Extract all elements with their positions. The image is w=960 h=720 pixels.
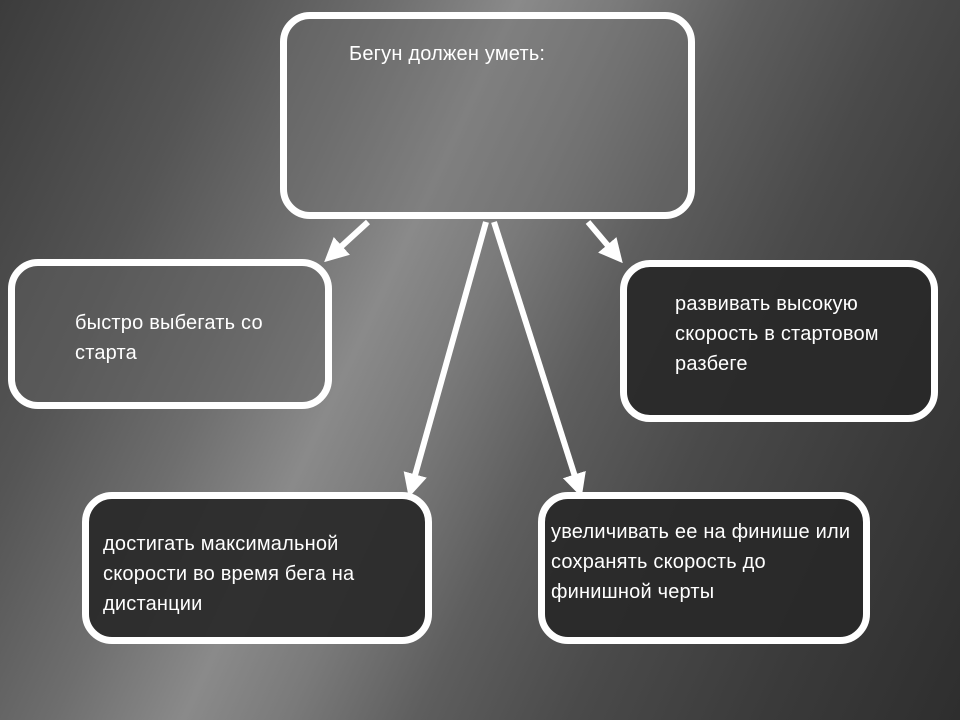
arrow-to-left-box: [324, 219, 371, 263]
root-node-text: Бегун должен уметь:: [349, 43, 546, 65]
skill-node-start: быстро выбегать со старта: [8, 259, 332, 409]
skill-node-finish: увеличивать ее на финише или сохранять с…: [538, 492, 870, 644]
arrow-to-right-box: [585, 220, 623, 264]
skill-node-start-text: быстро выбегать со старта: [75, 312, 263, 364]
root-node: Бегун должен уметь:: [280, 12, 695, 219]
skill-node-max-speed: достигать максимальной скорости во время…: [82, 492, 432, 644]
skill-node-finish-text: увеличивать ее на финише или сохранять с…: [551, 521, 851, 603]
arrow-to-bottom-left-box: [403, 221, 489, 498]
skill-node-acceleration: развивать высокую скорость в стартовом р…: [620, 260, 938, 422]
arrow-to-bottom-right-box: [491, 221, 586, 498]
skill-node-acceleration-text: развивать высокую скорость в стартовом р…: [675, 293, 879, 375]
skill-node-max-speed-text: достигать максимальной скорости во время…: [103, 533, 355, 615]
